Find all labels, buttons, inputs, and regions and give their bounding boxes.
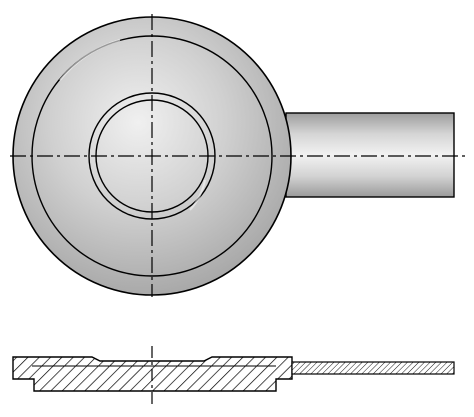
section-view	[12, 346, 455, 404]
surface-highlight	[59, 39, 121, 81]
top-view	[10, 14, 468, 297]
handle-section	[291, 361, 455, 375]
bore-highlight	[189, 179, 206, 211]
handle-arm	[285, 112, 455, 198]
